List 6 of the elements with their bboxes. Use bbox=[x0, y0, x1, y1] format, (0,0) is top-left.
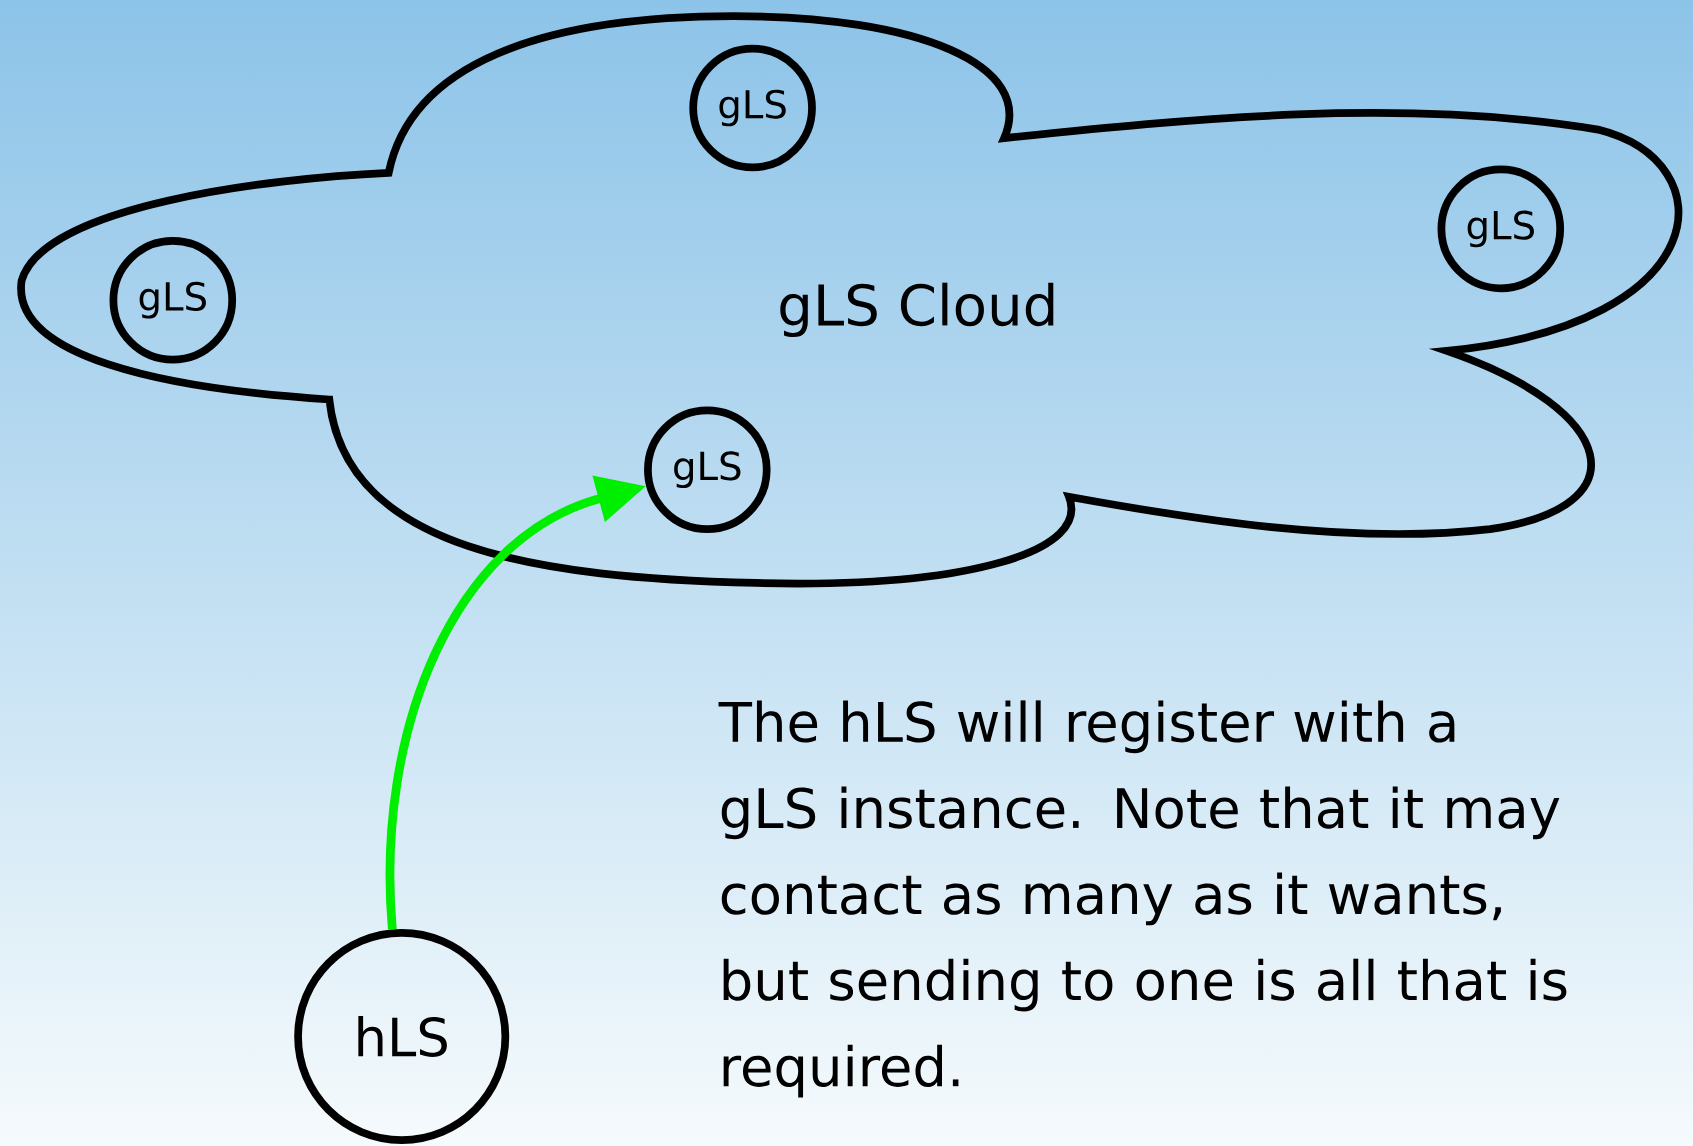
circle-node: gLS bbox=[1437, 165, 1565, 293]
circle-node: gLS bbox=[109, 236, 237, 364]
circle-node: gLS bbox=[689, 44, 816, 172]
circle-node: hLS bbox=[294, 928, 510, 1144]
circle-node: gLS bbox=[644, 406, 771, 533]
note-text: The hLS will register with a gLS instance. Note that it may contact as many as it wants, but sending to one is all that is required. bbox=[718, 700, 1567, 1098]
